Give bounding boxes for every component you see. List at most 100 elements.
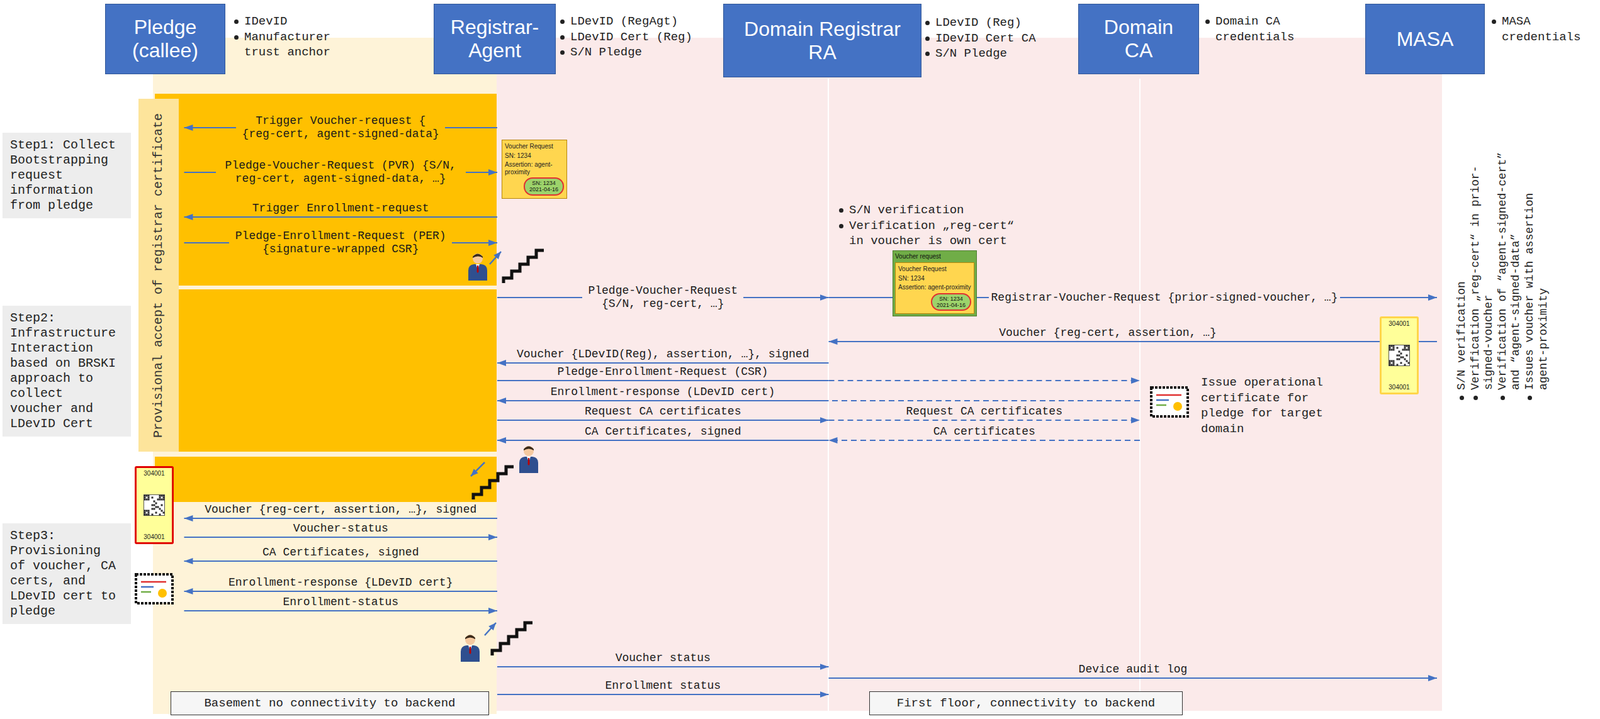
graphic-part bbox=[159, 514, 162, 517]
graphic-part bbox=[1408, 347, 1410, 350]
graphic-part bbox=[1402, 349, 1405, 352]
step-region bbox=[154, 456, 497, 503]
graphic-part bbox=[523, 446, 534, 452]
graphic-part bbox=[1400, 353, 1403, 355]
graphic-part bbox=[1392, 360, 1395, 363]
message-arrow bbox=[828, 678, 1438, 680]
graphic-part bbox=[1389, 347, 1392, 350]
message-line bbox=[184, 216, 498, 218]
graphic-part bbox=[151, 504, 154, 507]
graphic-part bbox=[140, 586, 154, 589]
message-label: Request CA certificates bbox=[584, 405, 741, 419]
graphic-part bbox=[146, 499, 148, 502]
message-arrow bbox=[497, 440, 829, 442]
graphic-part bbox=[1400, 356, 1403, 359]
message-label: Voucher status bbox=[615, 652, 711, 666]
step-box: Step1: Collect Bootstrapping request inf… bbox=[2, 132, 131, 219]
graphic-part bbox=[147, 512, 150, 515]
participant-box: MASA bbox=[1365, 3, 1485, 75]
message-label: CA Certificates, signed bbox=[584, 425, 741, 439]
message-label: Pledge-Voucher-Request {S/N, reg-cert, …… bbox=[582, 284, 744, 311]
voucher-token: 304001304001 bbox=[134, 466, 174, 545]
participant-box: Registrar-Agent bbox=[433, 3, 556, 75]
graphic-part bbox=[161, 504, 164, 507]
bullet bbox=[925, 20, 930, 26]
graphic-part bbox=[1404, 347, 1407, 350]
node-text: SN: 1234 bbox=[898, 275, 972, 283]
graphic-part bbox=[144, 514, 147, 517]
graphic-part bbox=[1389, 345, 1410, 367]
note-text: S/N verification bbox=[849, 202, 1022, 219]
bullet bbox=[1205, 19, 1210, 24]
graphic-part bbox=[1406, 354, 1409, 357]
graphic-part bbox=[1389, 360, 1392, 363]
note-item: LDevID (RegAgt) bbox=[560, 13, 700, 30]
message-line bbox=[828, 419, 1141, 422]
step-box: Step2: Infrastructure Interaction based … bbox=[2, 305, 131, 437]
message-arrow bbox=[497, 363, 829, 364]
graphic-part bbox=[519, 456, 539, 474]
note-group: Issue operational certificate for pledge… bbox=[1200, 375, 1327, 438]
message-arrow bbox=[828, 341, 1438, 343]
graphic-part bbox=[153, 508, 156, 511]
step-region bbox=[154, 93, 497, 286]
graphic-part bbox=[159, 508, 162, 511]
message-arrow bbox=[828, 440, 1141, 442]
bullet bbox=[1527, 395, 1533, 401]
note-item: LDevID (Reg) bbox=[925, 15, 1058, 31]
node-text: SN: 1234 2021-04-16 bbox=[932, 295, 970, 310]
graphic-part bbox=[151, 514, 154, 517]
graphic-part bbox=[1389, 362, 1392, 365]
direction-arrow bbox=[484, 623, 496, 636]
node-text: MASA bbox=[1396, 27, 1454, 51]
message-line bbox=[828, 439, 1141, 442]
message-line bbox=[497, 419, 829, 422]
participant-box: Domain CA bbox=[1078, 3, 1200, 75]
node-text: 304001 bbox=[1388, 383, 1410, 391]
graphic-part bbox=[140, 581, 167, 584]
message-line bbox=[184, 591, 498, 593]
person-icon bbox=[519, 446, 539, 474]
first-floor-region bbox=[496, 37, 1443, 712]
graphic-part bbox=[135, 574, 173, 604]
message-label: Pledge-Enrollment-Request (CSR) bbox=[557, 365, 769, 379]
node-text: Assertion: agent-proximity bbox=[898, 283, 972, 292]
note-item: S/N verification bbox=[1455, 142, 1470, 401]
graphic-part bbox=[161, 495, 164, 498]
message-line bbox=[828, 400, 1141, 402]
graphic-part bbox=[1404, 358, 1407, 361]
graphic-part bbox=[1389, 364, 1392, 367]
message-label: CA certificates bbox=[933, 425, 1036, 439]
bullet bbox=[560, 19, 565, 24]
graphic-part bbox=[1408, 349, 1410, 352]
message-arrow bbox=[828, 420, 1141, 422]
message-arrow bbox=[497, 667, 829, 668]
node-text: Pledge (callee) bbox=[110, 15, 220, 63]
graphic-part bbox=[1396, 354, 1399, 357]
message-label: Trigger Voucher-request { {reg-cert, age… bbox=[236, 114, 446, 141]
graphic-part bbox=[161, 510, 164, 513]
message-arrow bbox=[497, 694, 829, 696]
graphic-part bbox=[1404, 349, 1407, 352]
message-line bbox=[184, 518, 498, 520]
note-item: S/N Pledge bbox=[560, 44, 700, 61]
message-arrow bbox=[184, 611, 498, 612]
graphic-part bbox=[157, 506, 160, 509]
graphic-part bbox=[1392, 364, 1395, 367]
graphic-part bbox=[159, 497, 162, 500]
graphic-part bbox=[477, 265, 479, 274]
graphic-part bbox=[1396, 364, 1399, 367]
message-arrow bbox=[184, 591, 498, 593]
voucher-document: Voucher RequestSN: 1234Assertion: agent-… bbox=[895, 262, 975, 315]
message-arrow bbox=[184, 537, 498, 539]
graphic-part bbox=[144, 497, 147, 500]
message-line bbox=[184, 560, 498, 563]
lifeline bbox=[827, 78, 829, 712]
graphic-part bbox=[155, 502, 158, 505]
message-label: Voucher {LDevID(Reg), assertion, …}, sig… bbox=[516, 348, 809, 362]
person-icon bbox=[460, 635, 480, 663]
graphic-part bbox=[159, 495, 162, 498]
location-box: Basement no connectivity to backend bbox=[170, 691, 490, 716]
certificate-icon bbox=[135, 574, 173, 604]
